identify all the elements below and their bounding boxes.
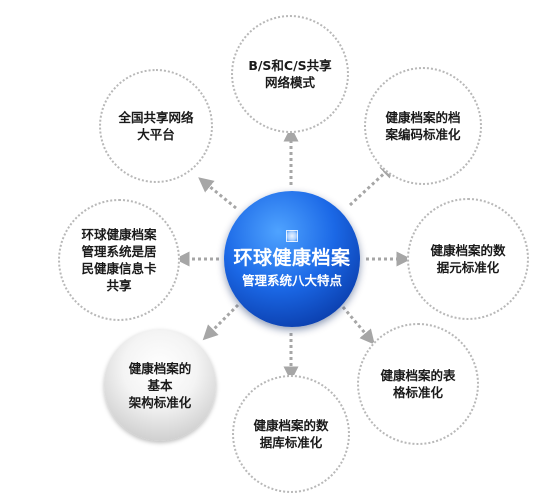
feature-db-std-label: 健康档案的数 据库标准化 [253,418,329,450]
feature-bs-cs-label: B/S和C/S共享 网络模式 [248,58,332,90]
feature-code-std-label: 健康档案的档 案编码标准化 [385,110,461,142]
hub-circle: 环球健康档案 管理系统八大特点 [224,191,360,327]
hub-subtitle: 管理系统八大特点 [241,272,342,288]
feature-arch-std: 健康档案的 基本 架构标准化 [104,329,216,441]
sparkle-icon [286,229,298,242]
feature-arch-std-label: 健康档案的 基本 架构标准化 [128,360,192,410]
feature-bs-cs: B/S和C/S共享 网络模式 [231,15,349,133]
feature-card-share: 环球健康档案 管理系统是居 民健康信息卡 共享 [58,199,180,321]
feature-card-share-label: 环球健康档案 管理系统是居 民健康信息卡 共享 [81,227,157,293]
feature-table-std: 健康档案的表 格标准化 [357,323,479,445]
hub-title: 环球健康档案 [233,246,351,269]
arrow-arch-std [202,303,240,341]
feature-table-std-label: 健康档案的表 格标准化 [380,368,456,400]
arrow-table-std [341,306,375,345]
feature-meta-std-label: 健康档案的数 据元标准化 [430,243,506,275]
feature-code-std: 健康档案的档 案编码标准化 [364,67,482,185]
feature-national: 全国共享网络 大平台 [99,69,213,183]
arrow-national [198,177,237,210]
arrow-code-std [348,162,396,207]
feature-meta-std: 健康档案的数 据元标准化 [407,198,529,320]
feature-national-label: 全国共享网络 大平台 [118,110,194,142]
feature-db-std: 健康档案的数 据库标准化 [232,375,350,493]
